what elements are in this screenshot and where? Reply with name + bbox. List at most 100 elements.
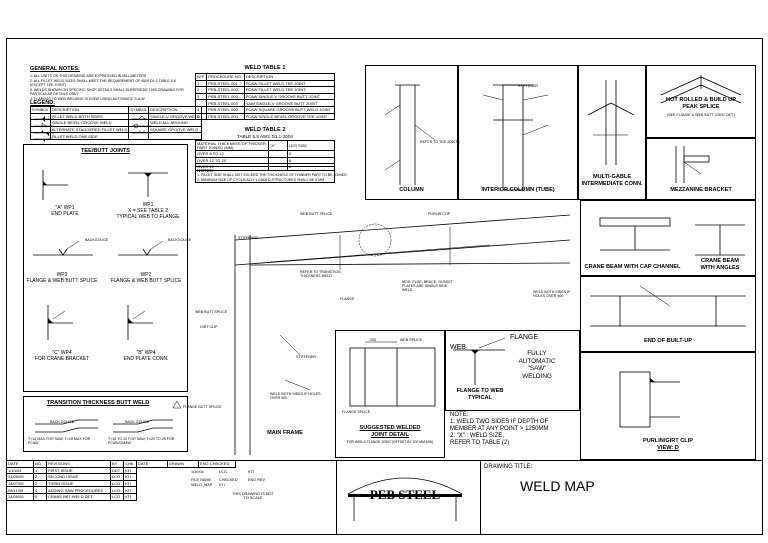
table-cell: 5 bbox=[194, 112, 208, 121]
peak-splice-sketch bbox=[660, 75, 742, 104]
frame-stiffener-label: STIFFENER bbox=[296, 355, 316, 359]
caption-line: FLANGE TO WEB bbox=[456, 388, 504, 394]
note-line: 4. FLANGES TO WEB WELDING IS DONE USING … bbox=[30, 97, 146, 101]
legend-desc: FILLET WELD ONE SIDE bbox=[49, 132, 130, 140]
wt1-header: W.P. bbox=[194, 73, 208, 81]
note-line: MEMBER AT ANY POINT > 1250MM bbox=[450, 426, 549, 432]
caption-line: FLANGE & WEB BUTT SPLICE bbox=[26, 278, 98, 284]
stiffener-label: STIFFENER bbox=[518, 84, 538, 88]
rev-header: DATE bbox=[6, 460, 34, 468]
date-value: 1/10/04 bbox=[191, 470, 204, 474]
legend-desc: WELD ALL AROUND bbox=[148, 119, 203, 127]
web-butt-splice-label: WEB BUTT SPLICE bbox=[300, 212, 333, 216]
crane-sketch bbox=[599, 217, 745, 256]
caption-line: WELDING bbox=[522, 372, 552, 380]
table-cell: PEB-STEEL 001 bbox=[206, 79, 245, 88]
caption-line: JOINT DETAIL bbox=[371, 432, 409, 438]
weld-both-sides-label: WELD BOTH SIDES IF HOLES OVER 400 bbox=[533, 290, 571, 299]
legend-header: DESCRIPTION bbox=[49, 106, 130, 114]
multi-gable-panel bbox=[578, 65, 646, 200]
flange-label: FLANGE bbox=[340, 297, 355, 301]
legend-desc: SQUARE GROOVE WELD bbox=[148, 125, 203, 134]
end-built-up-panel bbox=[580, 276, 756, 352]
peb-steel-logo bbox=[347, 477, 463, 521]
note-line: (EXCEPT TEE JOINT) bbox=[30, 83, 67, 88]
interior-column-panel bbox=[458, 65, 578, 200]
transition-title: TRANSITION THICKNESS BUTT WELD bbox=[46, 400, 150, 406]
mezzanine-panel bbox=[646, 138, 756, 200]
table-cell: 14/05/05 bbox=[6, 492, 34, 501]
note-line: 1: WELD TWO SIDES IF DEPTH OF bbox=[450, 419, 549, 425]
peak-splice-sub: (SEE FLANGE & WEB BUTT JOINT DET.) bbox=[667, 113, 735, 117]
transition-left-note: T<16 MAX FOR SAW; T<20 MAX FOR FCAW bbox=[28, 437, 91, 446]
transition-right-note: T<16 TO 20 FOR SAW; T<20 TO 25 FOR FCAW/… bbox=[108, 437, 175, 446]
column-sketch bbox=[384, 84, 436, 185]
girt-clip-label: GIRT CLIP bbox=[200, 325, 218, 329]
legend-header: DESCRIPTION bbox=[148, 106, 203, 114]
flange-butt-splice-label: FLANGE BUTT SPLICE bbox=[183, 405, 222, 409]
dim-200-label: 200 bbox=[370, 338, 376, 342]
table-cell: 3 bbox=[33, 479, 47, 488]
table-cell: PEB-STEEL 003 bbox=[206, 92, 245, 101]
end-built-up-sketch bbox=[590, 285, 746, 327]
caption-line: VIEW: D bbox=[657, 445, 679, 451]
title-divider bbox=[480, 460, 481, 535]
caption-line: X = SEE TABLE 2 bbox=[128, 208, 168, 214]
suggested-sub: FOR WEB & FLANGE JOINT (OFFSET BY 200 MM… bbox=[346, 440, 434, 444]
table-cell: LCG bbox=[110, 486, 124, 494]
title-divider bbox=[336, 460, 337, 535]
caption-line: WITH ANGLES bbox=[700, 265, 740, 271]
note-block: NOTE: 1: WELD TWO SIDES IF DEPTH OF MEMB… bbox=[450, 412, 548, 447]
wt2-note-line: 1. FILLET SIZE SHALL NOT EXCEED THE THIC… bbox=[197, 173, 347, 177]
legend-desc: FILLET WELD BOTH SIDES bbox=[49, 112, 130, 121]
legend-header: SYMBOL bbox=[128, 106, 150, 114]
table-cell: FCAW SINGLE BEVEL GROOVE TEE JOINT bbox=[243, 112, 336, 121]
web-butt-splice-label: WEB BUTT SPLICE bbox=[195, 310, 228, 314]
table-cell: DDT bbox=[110, 466, 124, 475]
wt1-header: PROCEDURE NO. bbox=[206, 73, 245, 81]
table-cell: KTI bbox=[123, 473, 137, 481]
weld-table-2-title: WELD TABLE 2 bbox=[244, 127, 286, 133]
table-cell: KTI bbox=[123, 486, 137, 494]
weld-table-1-title: WELD TABLE 1 bbox=[244, 65, 286, 71]
backgouge-label: BACKGOUGE bbox=[85, 238, 109, 242]
table-cell: 4 bbox=[194, 105, 208, 114]
back-gouge-label: BACK GOUGE bbox=[50, 420, 75, 424]
frame-stiffener-label: STIFFENER bbox=[238, 236, 258, 240]
table-cell: KTI bbox=[123, 479, 137, 488]
table-cell: 1 bbox=[33, 466, 47, 475]
table-cell bbox=[267, 150, 289, 158]
caption-line: SUGGESTED WELDED bbox=[359, 425, 421, 431]
eng-value: KTI bbox=[248, 470, 254, 474]
table-cell: PEB-STEEL 004 bbox=[206, 112, 245, 121]
caption-line: INTERMEDIATE CONN. bbox=[581, 181, 643, 187]
caption-line: "SAW" bbox=[527, 365, 547, 373]
tee-butt-joints-panel bbox=[23, 144, 188, 392]
caption-line: HOT ROLLED & BUILD UP bbox=[666, 97, 736, 103]
table-cell: THIRD ISSUE bbox=[46, 479, 111, 488]
caption-line: "C" WP4 bbox=[52, 350, 72, 356]
file-value: WELD_MAP bbox=[191, 483, 213, 487]
multi-gable-sketch bbox=[587, 80, 635, 165]
note-title: NOTE: bbox=[450, 412, 469, 418]
table-cell: KTI bbox=[123, 466, 137, 475]
table-cell: 6 bbox=[287, 156, 335, 165]
purlin-panel bbox=[580, 352, 756, 460]
